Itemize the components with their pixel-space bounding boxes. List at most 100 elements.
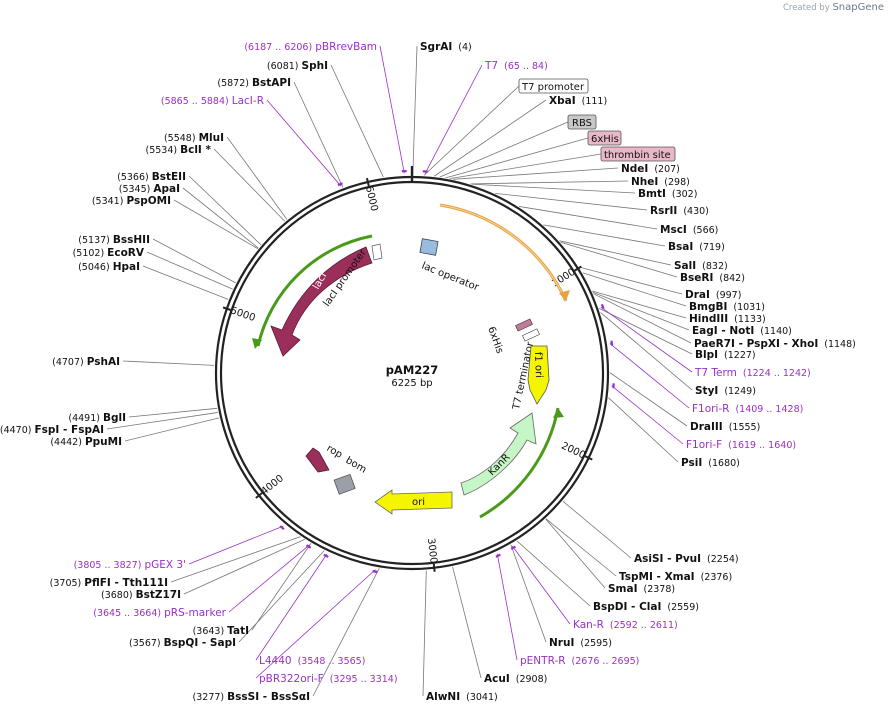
enzyme-coord: (2908)	[516, 674, 548, 685]
box-thrombin-site: thrombin site	[600, 146, 676, 162]
box-t7-promoter: T7 promoter	[518, 78, 589, 94]
enzyme-label: BspDI - ClaI(2559)	[593, 601, 699, 613]
enzyme-separator: -	[111, 577, 123, 589]
f1-ori-feature	[527, 345, 550, 405]
enzyme-leader	[152, 238, 236, 284]
primer-name: pBR322ori-F	[259, 673, 324, 685]
enzyme-coord: (832)	[702, 261, 728, 272]
enzyme-name: SgrAI	[420, 41, 452, 53]
enzyme-name: BstAPI	[252, 77, 291, 89]
enzyme-coord: (3277)	[193, 692, 228, 703]
primer-leader	[600, 306, 693, 373]
enzyme-label: BlpI(1227)	[695, 349, 756, 361]
box-rbs: RBS	[567, 114, 597, 130]
enzyme-coord: (2376)	[701, 572, 733, 583]
enzyme-separator: -	[653, 571, 665, 583]
enzyme-coord: (3041)	[466, 692, 498, 703]
primer-label: (3805 .. 3827) pGEX 3'	[74, 559, 186, 571]
enzyme-name: Tth111I	[123, 577, 168, 589]
primer-name: pRS-marker	[164, 607, 227, 619]
enzyme-name: EagI	[692, 325, 718, 337]
enzyme-leader	[545, 518, 617, 577]
primer-site	[600, 303, 605, 310]
box-leader	[423, 85, 520, 176]
sixhis-inner-feature	[515, 318, 533, 332]
enzyme-label: PaeR7I - PspXI - XhoI(1148)	[694, 338, 856, 350]
enzyme-leader	[471, 183, 636, 194]
enzyme-leader	[183, 539, 305, 595]
enzyme-leader	[330, 64, 384, 178]
enzyme-coord: (1148)	[824, 339, 856, 350]
enzyme-coord: (302)	[672, 189, 698, 200]
primer-leader	[379, 45, 405, 174]
orange-arc-inner	[439, 204, 567, 302]
primer-coord: (5865 .. 5884)	[161, 96, 232, 107]
enzyme-label: (5548) MluI	[164, 132, 224, 144]
primer-label: (6187 .. 6206) pBRrevBam	[244, 41, 377, 53]
enzyme-name: SapI	[210, 637, 236, 649]
enzyme-name: MluI	[199, 132, 224, 144]
primer-name: T7 Term	[694, 367, 737, 379]
primer-site	[510, 545, 516, 550]
primer-leader	[188, 525, 284, 565]
enzyme-label: (5534) BclI *	[146, 144, 212, 156]
enzyme-name: BstZ17I	[136, 589, 181, 601]
enzyme-coord: (4470)	[0, 425, 34, 436]
rbs-label: RBS	[572, 118, 592, 129]
lac-operator-feature	[419, 238, 439, 256]
enzyme-leader	[142, 265, 229, 300]
enzyme-name: StyI	[695, 385, 718, 397]
primer-coord: (1409 .. 1428)	[735, 404, 803, 415]
sixhis-inner-label: 6xHis	[485, 325, 505, 355]
primer-coord: (1224 .. 1242)	[743, 368, 811, 379]
enzyme-coord: (3643)	[193, 626, 228, 637]
enzyme-label: (5366) BstEII	[117, 171, 186, 183]
enzyme-coord: (2595)	[580, 638, 612, 649]
primer-name: T7	[484, 60, 498, 72]
enzyme-name: PvuI	[675, 553, 701, 565]
t7-promoter-label: T7 promoter	[521, 82, 585, 93]
enzyme-name: XbaI	[549, 95, 576, 107]
enzyme-label: (4707) PshAI	[52, 356, 120, 368]
primer-site	[610, 340, 614, 346]
enzyme-coord: (1227)	[724, 350, 756, 361]
enzyme-coord: (2254)	[707, 554, 739, 565]
enzyme-label: (5341) PspOMI	[92, 195, 171, 207]
primer-leader	[496, 553, 518, 661]
primer-site	[323, 553, 329, 558]
enzyme-name: PflFI	[84, 577, 111, 589]
orange-arc-head	[559, 290, 570, 301]
box-leader	[439, 121, 569, 178]
enzyme-leader	[173, 199, 259, 250]
primer-coord: (1619 .. 1640)	[728, 440, 796, 451]
enzyme-name: HpaI	[113, 261, 140, 273]
enzyme-coord: (719)	[699, 242, 725, 253]
enzyme-coord: (1555)	[729, 422, 761, 433]
primer-coord: (3805 .. 3827)	[74, 560, 145, 571]
enzyme-name: MscI	[660, 224, 687, 236]
enzyme-coord: (4)	[458, 42, 471, 53]
enzyme-coord: (5534)	[146, 145, 181, 156]
enzyme-label: XbaI(111)	[549, 95, 607, 107]
enzyme-coord: (842)	[719, 273, 745, 284]
enzyme-name: ApaI	[153, 183, 180, 195]
primer-leader	[266, 99, 342, 187]
primer-leader	[228, 544, 310, 613]
enzyme-leader	[495, 192, 648, 211]
snapgene-logo: SnapGene	[832, 2, 884, 13]
enzyme-name: HindIII	[689, 313, 728, 325]
enzyme-name: SmaI	[608, 583, 638, 595]
enzyme-name: FspAI	[71, 424, 104, 436]
enzyme-label: RsrII(430)	[650, 205, 709, 217]
enzyme-coord: (566)	[693, 225, 719, 236]
primer-coord: (2592 .. 2611)	[610, 620, 678, 631]
enzyme-leader	[452, 566, 482, 679]
primer-label: (5865 .. 5884) LacI-R	[161, 95, 264, 107]
enzyme-coord: (4491)	[68, 413, 103, 424]
enzyme-leader	[182, 187, 259, 249]
primer-coord: (3645 .. 3664)	[93, 608, 164, 619]
enzyme-name: PaeR7I	[694, 338, 735, 350]
enzyme-separator: -	[663, 553, 675, 565]
enzyme-leader	[470, 180, 629, 185]
enzyme-name: BglI	[103, 412, 126, 424]
